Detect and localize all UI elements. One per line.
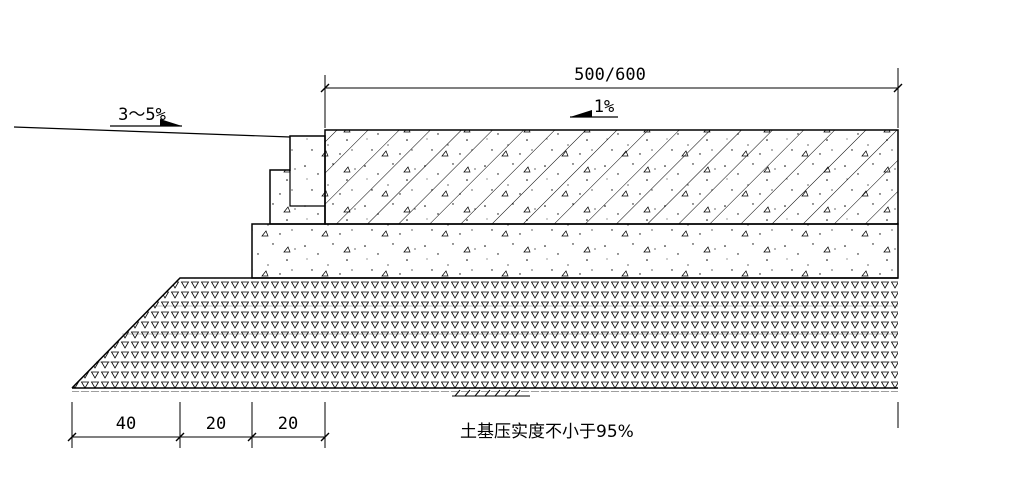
surface-layer — [324, 129, 899, 225]
bottom-dimension — [67, 402, 899, 448]
slope-side-marker — [110, 119, 182, 127]
ground-line — [13, 126, 291, 138]
subbase-layer — [71, 277, 898, 392]
slope-top-label: 1% — [594, 97, 614, 117]
dim-segment-2: 20 — [206, 414, 226, 434]
dim-segment-3: 20 — [278, 414, 298, 434]
top-width-label: 500/600 — [574, 65, 646, 85]
compaction-note: 土基压实度不小于95% — [460, 422, 634, 442]
compaction-symbol — [452, 389, 530, 397]
base-layer — [251, 223, 899, 279]
dim-segment-1: 40 — [116, 414, 136, 434]
slope-side-label: 3～5% — [118, 105, 166, 125]
slope-top-marker — [570, 110, 618, 118]
top-dimension — [320, 68, 903, 128]
curb-stone — [269, 135, 326, 225]
